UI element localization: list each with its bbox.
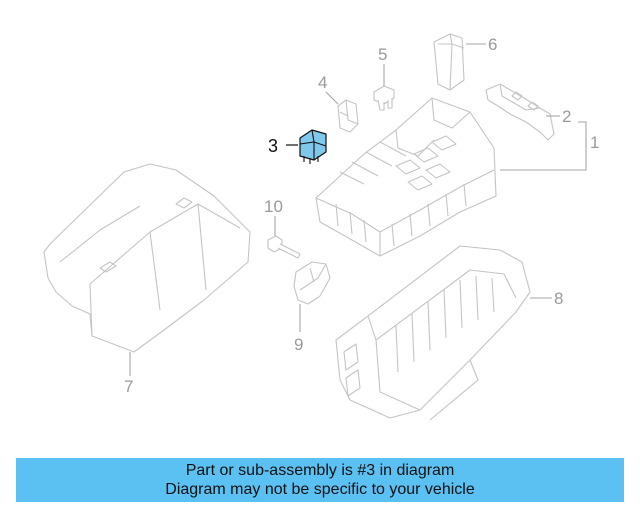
info-banner: Part or sub-assembly is #3 in diagram Di… (16, 458, 624, 502)
part-9-small-bracket[interactable] (293, 261, 331, 305)
callout-4: 4 (318, 73, 327, 92)
callout-2: 2 (562, 107, 571, 126)
callout-6: 6 (488, 35, 497, 54)
callout-8: 8 (554, 289, 563, 308)
part-6-maxi-fuse[interactable] (433, 33, 465, 91)
callout-5: 5 (378, 45, 387, 64)
part-5-fuse[interactable] (373, 85, 395, 111)
callout-1: 1 (590, 133, 599, 152)
banner-line-1: Part or sub-assembly is #3 in diagram (185, 462, 455, 479)
part-3-relay-highlighted[interactable] (299, 129, 327, 164)
part-2-bracket[interactable] (485, 83, 555, 141)
parts-diagram: 1 2 3 4 5 6 7 8 9 10 (43, 33, 599, 421)
banner-line-2: Diagram may not be specific to your vehi… (165, 481, 475, 498)
part-8-lower-tray[interactable] (335, 245, 531, 421)
leader-4 (325, 91, 339, 105)
part-7-cover[interactable] (43, 163, 251, 353)
callout-3: 3 (268, 136, 278, 156)
callout-9: 9 (294, 335, 303, 354)
part-1-fuse-box[interactable] (315, 97, 497, 257)
part-4-clip[interactable] (337, 99, 359, 133)
callout-10: 10 (264, 197, 283, 216)
leader-1 (500, 121, 587, 171)
part-10-bolt[interactable] (267, 235, 301, 259)
callout-7: 7 (124, 377, 133, 396)
